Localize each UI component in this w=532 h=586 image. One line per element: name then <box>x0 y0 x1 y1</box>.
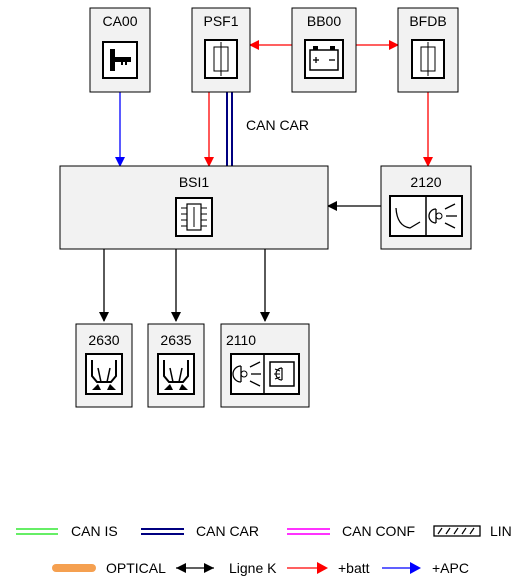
c2120-label: 2120 <box>410 174 441 190</box>
legend-lin: LIN <box>433 523 512 539</box>
legend-can-conf-label: CAN CONF <box>342 523 415 539</box>
ecu-chip-icon <box>175 197 213 237</box>
c2110-label: 2110 <box>226 332 256 348</box>
legend-can-conf: CAN CONF <box>287 523 415 539</box>
c2635-label: 2635 <box>160 332 191 348</box>
component-ca00: CA00 <box>89 7 151 93</box>
headlamp-indicator-icon <box>230 353 300 395</box>
wiper-icon <box>157 353 195 395</box>
legend-batt-label: +batt <box>338 560 370 576</box>
fuse-icon <box>411 39 445 79</box>
legend-lin-label: LIN <box>490 523 512 539</box>
ignition-key-icon <box>102 41 138 79</box>
legend-ligne-k-label: Ligne K <box>229 560 277 576</box>
component-2120: 2120 <box>380 165 472 250</box>
component-bfdb: BFDB <box>397 7 459 93</box>
legend-optical: OPTICAL <box>52 560 166 576</box>
legend-can-car: CAN CAR <box>141 523 259 539</box>
bsi1-label: BSI1 <box>179 174 210 190</box>
component-psf1: PSF1 <box>191 7 251 93</box>
legend-can-is: CAN IS <box>16 523 118 539</box>
legend-optical-label: OPTICAL <box>106 560 166 576</box>
component-2635: 2635 <box>147 323 205 408</box>
bfdb-label: BFDB <box>409 13 446 29</box>
legend-ligne-k: Ligne K <box>176 560 277 576</box>
can-car-bus-label: CAN CAR <box>246 117 309 133</box>
component-2110: 2110 <box>220 323 310 408</box>
ca00-label: CA00 <box>102 13 137 29</box>
legend-can-car-label: CAN CAR <box>196 523 259 539</box>
legend: CAN IS CAN CAR CAN CONF LIN OPTICAL <box>16 523 512 576</box>
legend-batt: +batt <box>287 560 370 576</box>
bb00-label: BB00 <box>307 13 341 29</box>
legend-apc: +APC <box>382 560 469 576</box>
component-bb00: BB00 <box>291 7 357 93</box>
component-2630: 2630 <box>75 323 133 408</box>
fuse-icon <box>204 39 238 79</box>
headlamp-switch-icon <box>389 195 463 237</box>
psf1-label: PSF1 <box>203 13 238 29</box>
wiper-icon <box>85 353 123 395</box>
component-bsi1: BSI1 <box>59 165 329 250</box>
legend-can-is-label: CAN IS <box>71 523 118 539</box>
c2630-label: 2630 <box>88 332 119 348</box>
battery-icon <box>304 39 344 79</box>
legend-apc-label: +APC <box>432 560 469 576</box>
